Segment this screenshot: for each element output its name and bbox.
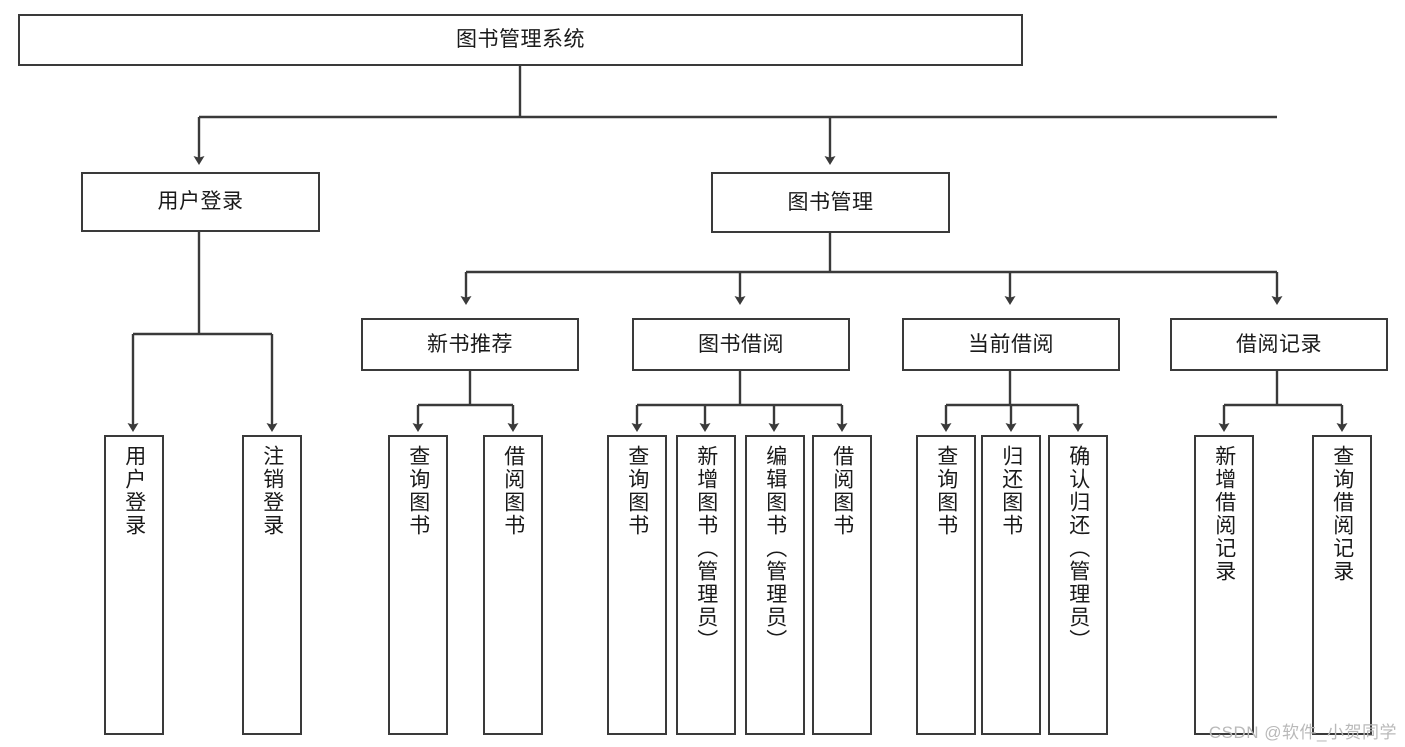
node-new-book-recommend-label: 新书推荐 [427, 332, 513, 356]
node-leaf-query-book-2[interactable]: 查询图书 [607, 435, 667, 735]
node-leaf-query-book-3-label: 查询图书 [934, 445, 958, 537]
node-leaf-user-login-label: 用户登录 [122, 445, 146, 537]
node-borrow-record-label: 借阅记录 [1236, 332, 1322, 356]
node-leaf-query-record-label: 查询借阅记录 [1330, 445, 1354, 583]
node-leaf-return-book-label: 归还图书 [999, 445, 1023, 537]
node-new-book-recommend[interactable]: 新书推荐 [361, 318, 579, 371]
node-leaf-user-login[interactable]: 用户登录 [104, 435, 164, 735]
node-root-label: 图书管理系统 [456, 28, 585, 52]
node-leaf-query-book-1-label: 查询图书 [406, 445, 430, 537]
node-leaf-borrow-book-2-label: 借阅图书 [830, 445, 854, 537]
node-book-borrow-label: 图书借阅 [698, 332, 784, 356]
node-current-borrow-label: 当前借阅 [968, 332, 1054, 356]
node-book-manage[interactable]: 图书管理 [711, 172, 950, 233]
node-leaf-borrow-book-1-label: 借阅图书 [501, 445, 525, 537]
node-leaf-query-book-3[interactable]: 查询图书 [916, 435, 976, 735]
node-leaf-add-record[interactable]: 新增借阅记录 [1194, 435, 1254, 735]
node-book-borrow[interactable]: 图书借阅 [632, 318, 850, 371]
node-leaf-query-book-1[interactable]: 查询图书 [388, 435, 448, 735]
node-leaf-add-record-label: 新增借阅记录 [1212, 445, 1236, 583]
node-leaf-return-book[interactable]: 归还图书 [981, 435, 1041, 735]
node-user-login-label: 用户登录 [157, 190, 244, 214]
node-leaf-logout[interactable]: 注销登录 [242, 435, 302, 735]
node-leaf-query-record[interactable]: 查询借阅记录 [1312, 435, 1372, 735]
node-book-manage-label: 图书管理 [787, 190, 874, 214]
node-root[interactable]: 图书管理系统 [18, 14, 1023, 66]
node-leaf-confirm-return-label: 确认归还（管理员） [1066, 445, 1090, 652]
node-leaf-add-book[interactable]: 新增图书（管理员） [676, 435, 736, 735]
node-leaf-edit-book-label: 编辑图书（管理员） [763, 445, 787, 652]
node-leaf-borrow-book-2[interactable]: 借阅图书 [812, 435, 872, 735]
watermark-text: CSDN @软件_小贺同学 [1208, 723, 1397, 742]
node-leaf-query-book-2-label: 查询图书 [625, 445, 649, 537]
node-user-login[interactable]: 用户登录 [81, 172, 320, 232]
node-leaf-borrow-book-1[interactable]: 借阅图书 [483, 435, 543, 735]
node-leaf-logout-label: 注销登录 [260, 445, 284, 537]
node-borrow-record[interactable]: 借阅记录 [1170, 318, 1388, 371]
node-leaf-add-book-label: 新增图书（管理员） [694, 445, 718, 652]
node-leaf-edit-book[interactable]: 编辑图书（管理员） [745, 435, 805, 735]
node-leaf-confirm-return[interactable]: 确认归还（管理员） [1048, 435, 1108, 735]
node-current-borrow[interactable]: 当前借阅 [902, 318, 1120, 371]
